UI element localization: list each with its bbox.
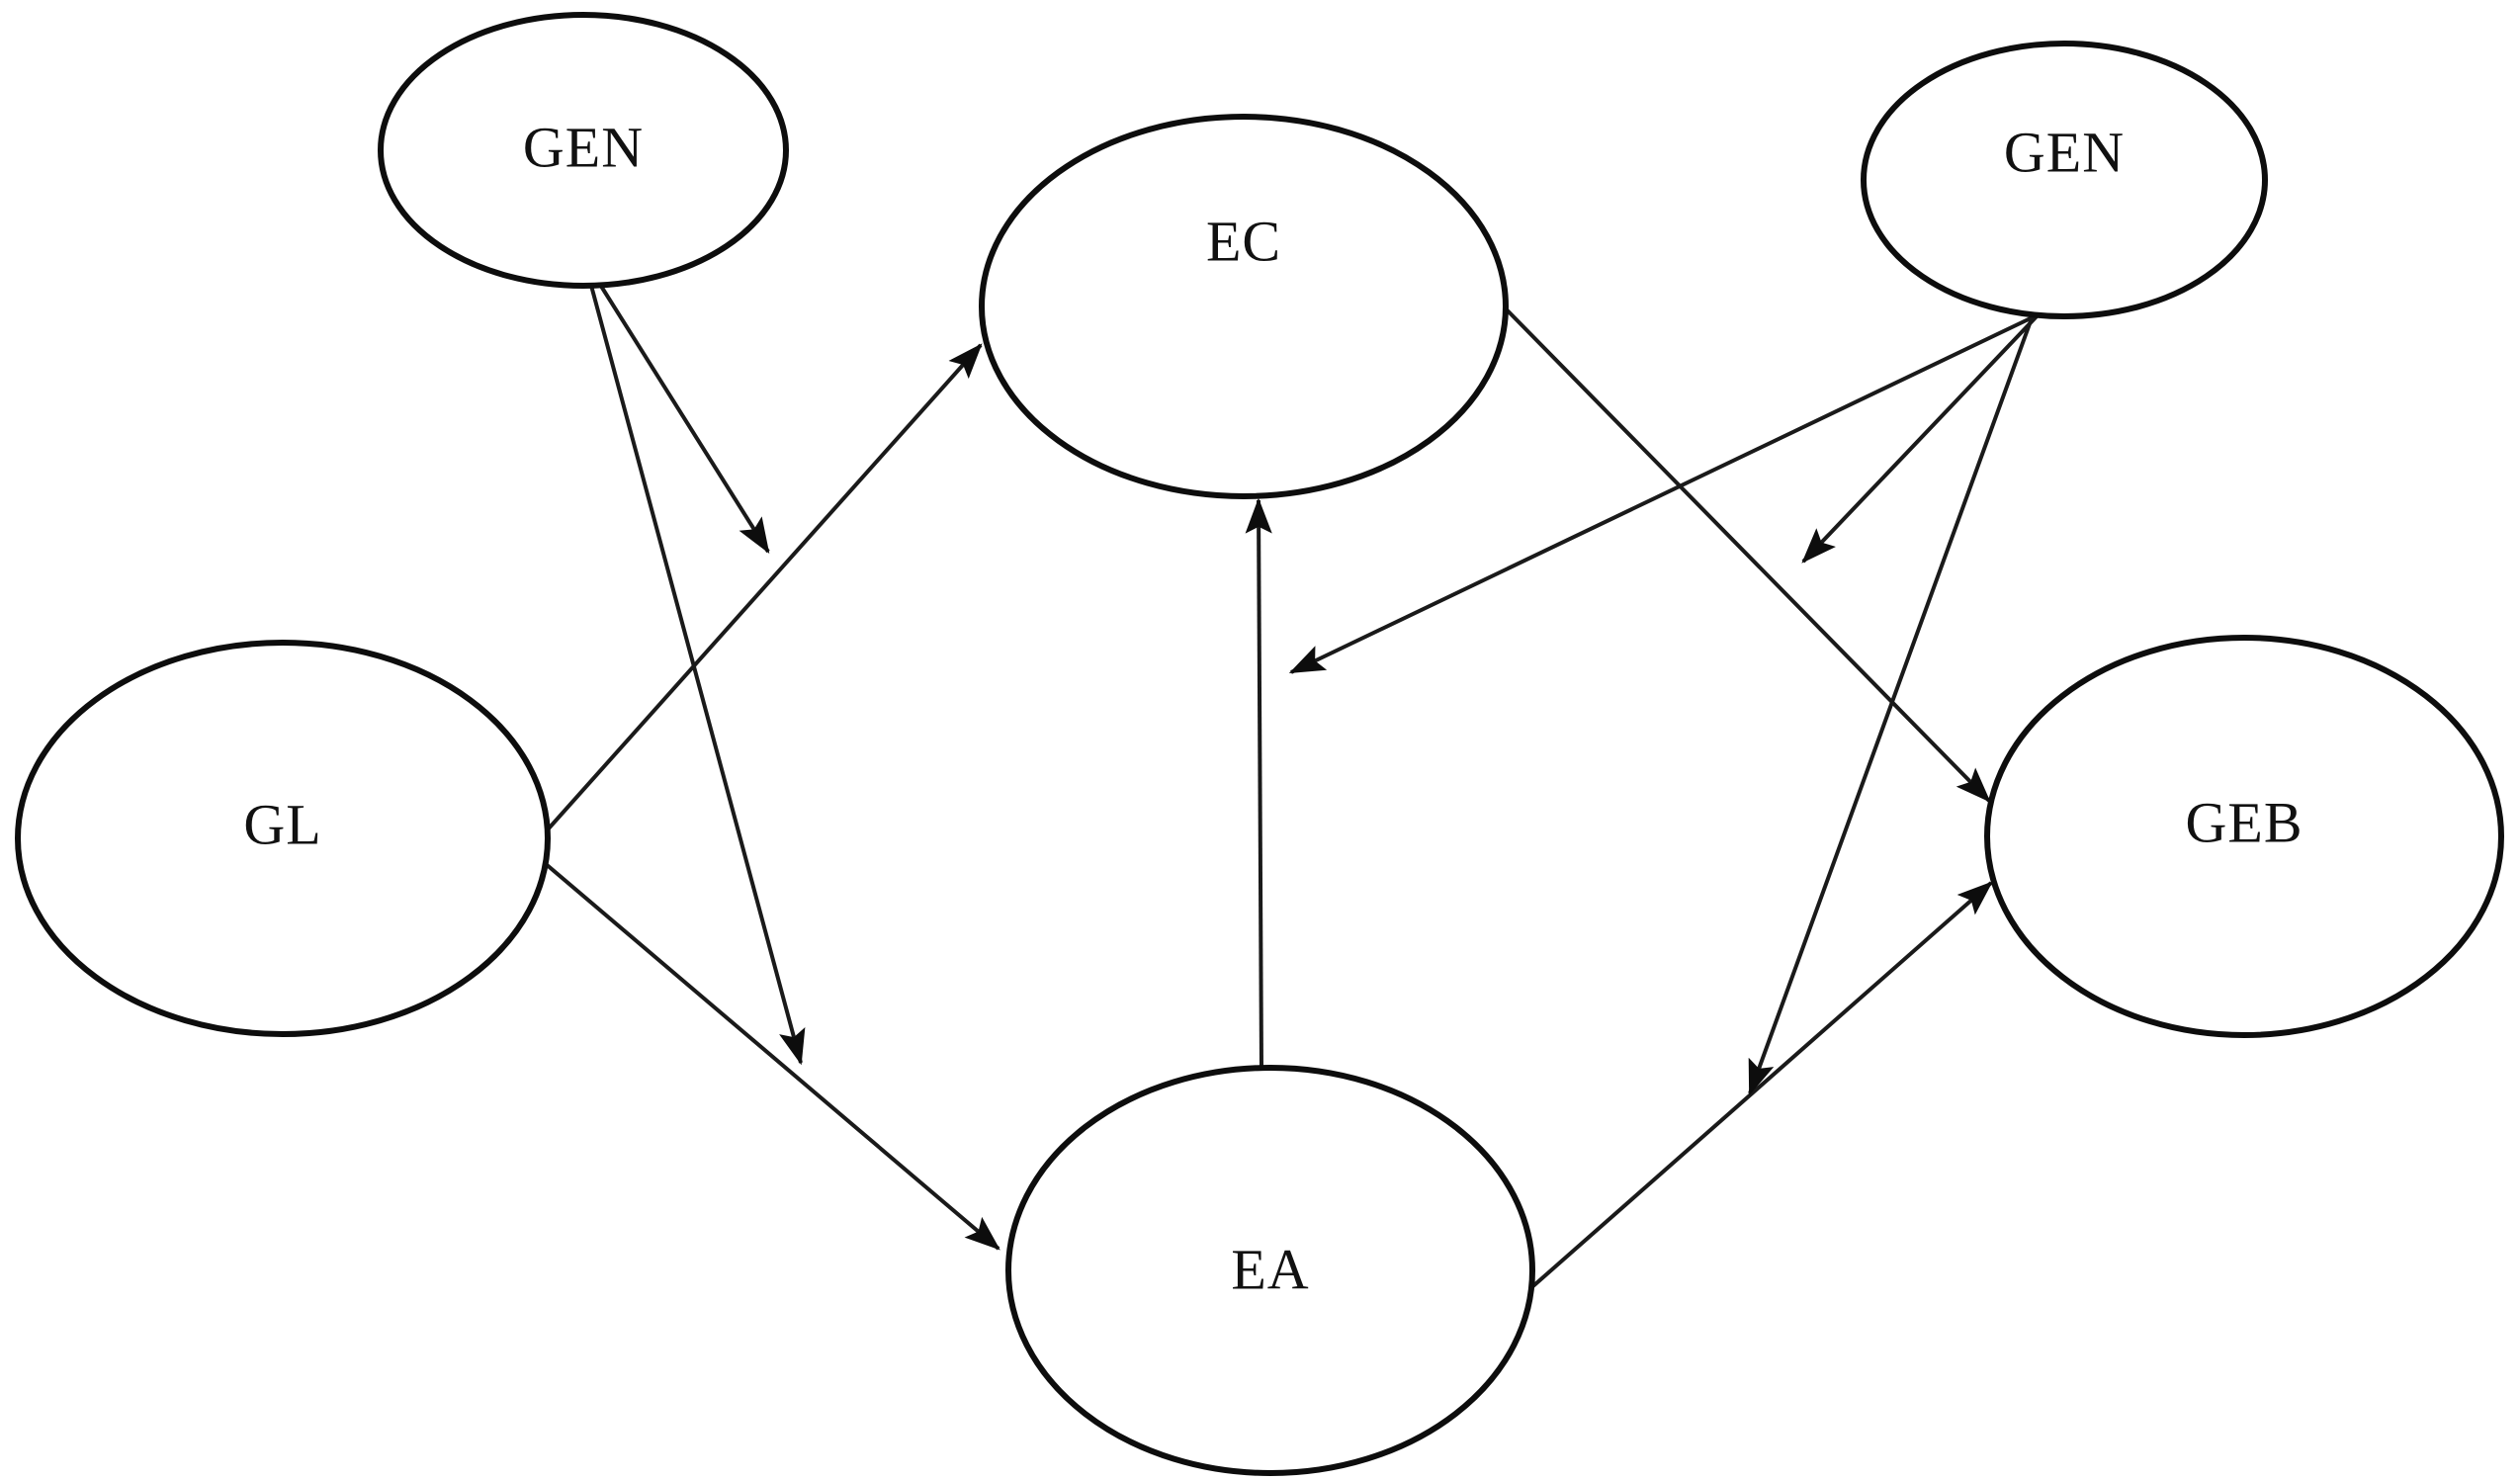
node-gen-right-shape[interactable]: [1861, 41, 2268, 319]
node-ec-label: EC: [1206, 209, 1281, 273]
node-gl-shape[interactable]: [15, 640, 551, 1037]
edge-gen-left-moderates-gl-ec[interactable]: [595, 278, 770, 555]
edge-layer: [530, 278, 2041, 1293]
node-ec-shape[interactable]: [979, 114, 1509, 499]
node-gen-left-shape[interactable]: [378, 12, 789, 289]
node-layer: GEN EC GEN GL GEB EA: [15, 12, 2504, 1476]
edge-gen-left-moderates-gl-ea[interactable]: [588, 281, 806, 1066]
node-ec[interactable]: EC: [979, 114, 1509, 499]
node-ea-label: EA: [1231, 1237, 1309, 1301]
node-gen-right-label: GEN: [2004, 120, 2125, 184]
edge-ec-to-geb[interactable]: [1488, 291, 1991, 803]
edge-gl-to-ec[interactable]: [530, 343, 983, 849]
node-geb[interactable]: GEB: [1984, 635, 2504, 1038]
edge-gl-to-ea[interactable]: [530, 850, 1000, 1251]
node-ea-shape[interactable]: [1005, 1065, 1535, 1476]
node-geb-shape[interactable]: [1984, 635, 2504, 1038]
node-geb-label: GEB: [2186, 790, 2303, 854]
edge-ea-to-geb[interactable]: [1525, 881, 1993, 1293]
node-ea[interactable]: EA: [1005, 1065, 1535, 1476]
node-gen-right[interactable]: GEN: [1861, 41, 2268, 319]
node-gl[interactable]: GL: [15, 640, 551, 1037]
node-gl-label: GL: [243, 792, 321, 856]
node-gen-left-label: GEN: [523, 115, 644, 179]
edge-ea-to-ec[interactable]: [1245, 497, 1272, 1071]
edge-gen-right-moderates-ec-geb[interactable]: [1801, 312, 2041, 564]
edge-gen-right-moderates-ea-geb[interactable]: [1748, 317, 2034, 1096]
edge-gen-right-moderates-ea-ec[interactable]: [1288, 314, 2036, 674]
node-gen-left[interactable]: GEN: [378, 12, 789, 289]
